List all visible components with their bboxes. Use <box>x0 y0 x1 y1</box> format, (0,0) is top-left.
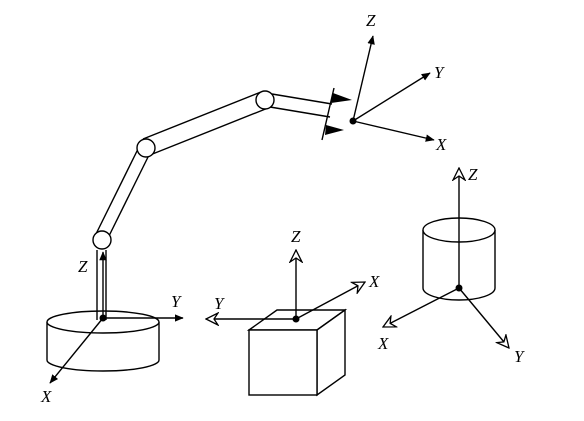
arm-link-1 <box>96 250 107 272</box>
tool-x-label: X <box>435 135 447 154</box>
joint-1 <box>92 230 112 250</box>
base-frame-origin <box>99 314 107 322</box>
gripper <box>321 87 352 141</box>
arm-column <box>96 272 107 320</box>
base-z-label: Z <box>78 257 88 276</box>
station-frame: Z Y X <box>206 227 380 323</box>
arm-link-4 <box>269 93 333 118</box>
joint-2 <box>136 138 156 158</box>
goal-x-axis <box>383 287 460 327</box>
tool-frame: Z Y X <box>349 11 447 154</box>
tool-y-axis <box>352 72 431 122</box>
arm-link-2 <box>93 146 152 243</box>
goal-y-axis <box>458 287 509 348</box>
station-frame-origin <box>292 315 300 323</box>
goal-frame-origin <box>455 284 463 292</box>
goal-x-label: X <box>377 334 389 353</box>
goal-z-label: Z <box>468 165 478 184</box>
arm-link-3 <box>142 91 269 156</box>
base-x-label: X <box>40 387 52 406</box>
base-x-axis <box>49 317 104 384</box>
goal-frame: Z X Y <box>377 165 525 366</box>
tool-frame-origin <box>349 117 357 125</box>
station-cube <box>246 308 348 397</box>
station-x-label: X <box>368 272 380 291</box>
tool-z-axis <box>352 35 375 122</box>
goal-y-label: Y <box>514 347 525 366</box>
tool-x-axis <box>352 120 435 142</box>
tool-y-label: Y <box>434 63 445 82</box>
robot-arm <box>92 87 352 320</box>
joint-3 <box>255 90 275 110</box>
base-y-label: Y <box>171 292 182 311</box>
station-y-label: Y <box>214 294 225 313</box>
station-x-axis <box>295 282 365 320</box>
tool-z-label: Z <box>366 11 376 30</box>
station-z-label: Z <box>291 227 301 246</box>
base-frame: Z Y X <box>40 251 184 406</box>
